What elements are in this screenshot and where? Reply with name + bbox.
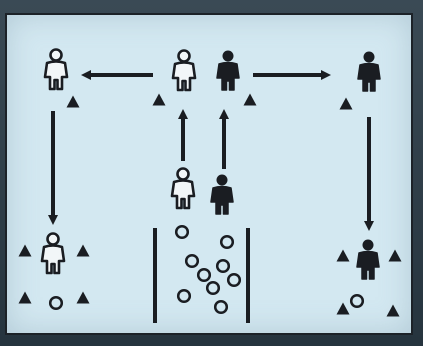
- cone-icon: [388, 249, 402, 262]
- cone-icon: [336, 249, 350, 262]
- player-icon: [357, 50, 381, 92]
- cone-icon: [152, 93, 166, 106]
- ball-icon: [213, 299, 229, 315]
- ball-icon: [174, 224, 190, 240]
- cone-icon: [336, 302, 350, 315]
- player-icon: [170, 167, 196, 210]
- ball-icon: [219, 234, 235, 250]
- player-icon: [40, 232, 66, 275]
- ball-icon: [215, 258, 231, 274]
- ball-icon: [196, 267, 212, 283]
- cone-icon: [339, 97, 353, 110]
- cone-icon: [18, 244, 32, 257]
- ball-icon: [176, 288, 192, 304]
- player-icon: [43, 48, 69, 91]
- ball-icon: [226, 272, 242, 288]
- cone-icon: [386, 304, 400, 317]
- ball-icon: [48, 295, 64, 311]
- cone-icon: [76, 244, 90, 257]
- player-icon: [356, 238, 380, 280]
- drill-board: [5, 13, 413, 335]
- cone-icon: [76, 291, 90, 304]
- cone-icon: [66, 95, 80, 108]
- ball-icon: [205, 280, 221, 296]
- player-icon: [216, 49, 240, 91]
- ball-icon: [349, 293, 365, 309]
- cone-icon: [243, 93, 257, 106]
- player-icon: [171, 49, 197, 92]
- ball-icon: [184, 253, 200, 269]
- cone-icon: [18, 291, 32, 304]
- player-icon: [210, 173, 234, 215]
- drill-diagram: [18, 48, 402, 323]
